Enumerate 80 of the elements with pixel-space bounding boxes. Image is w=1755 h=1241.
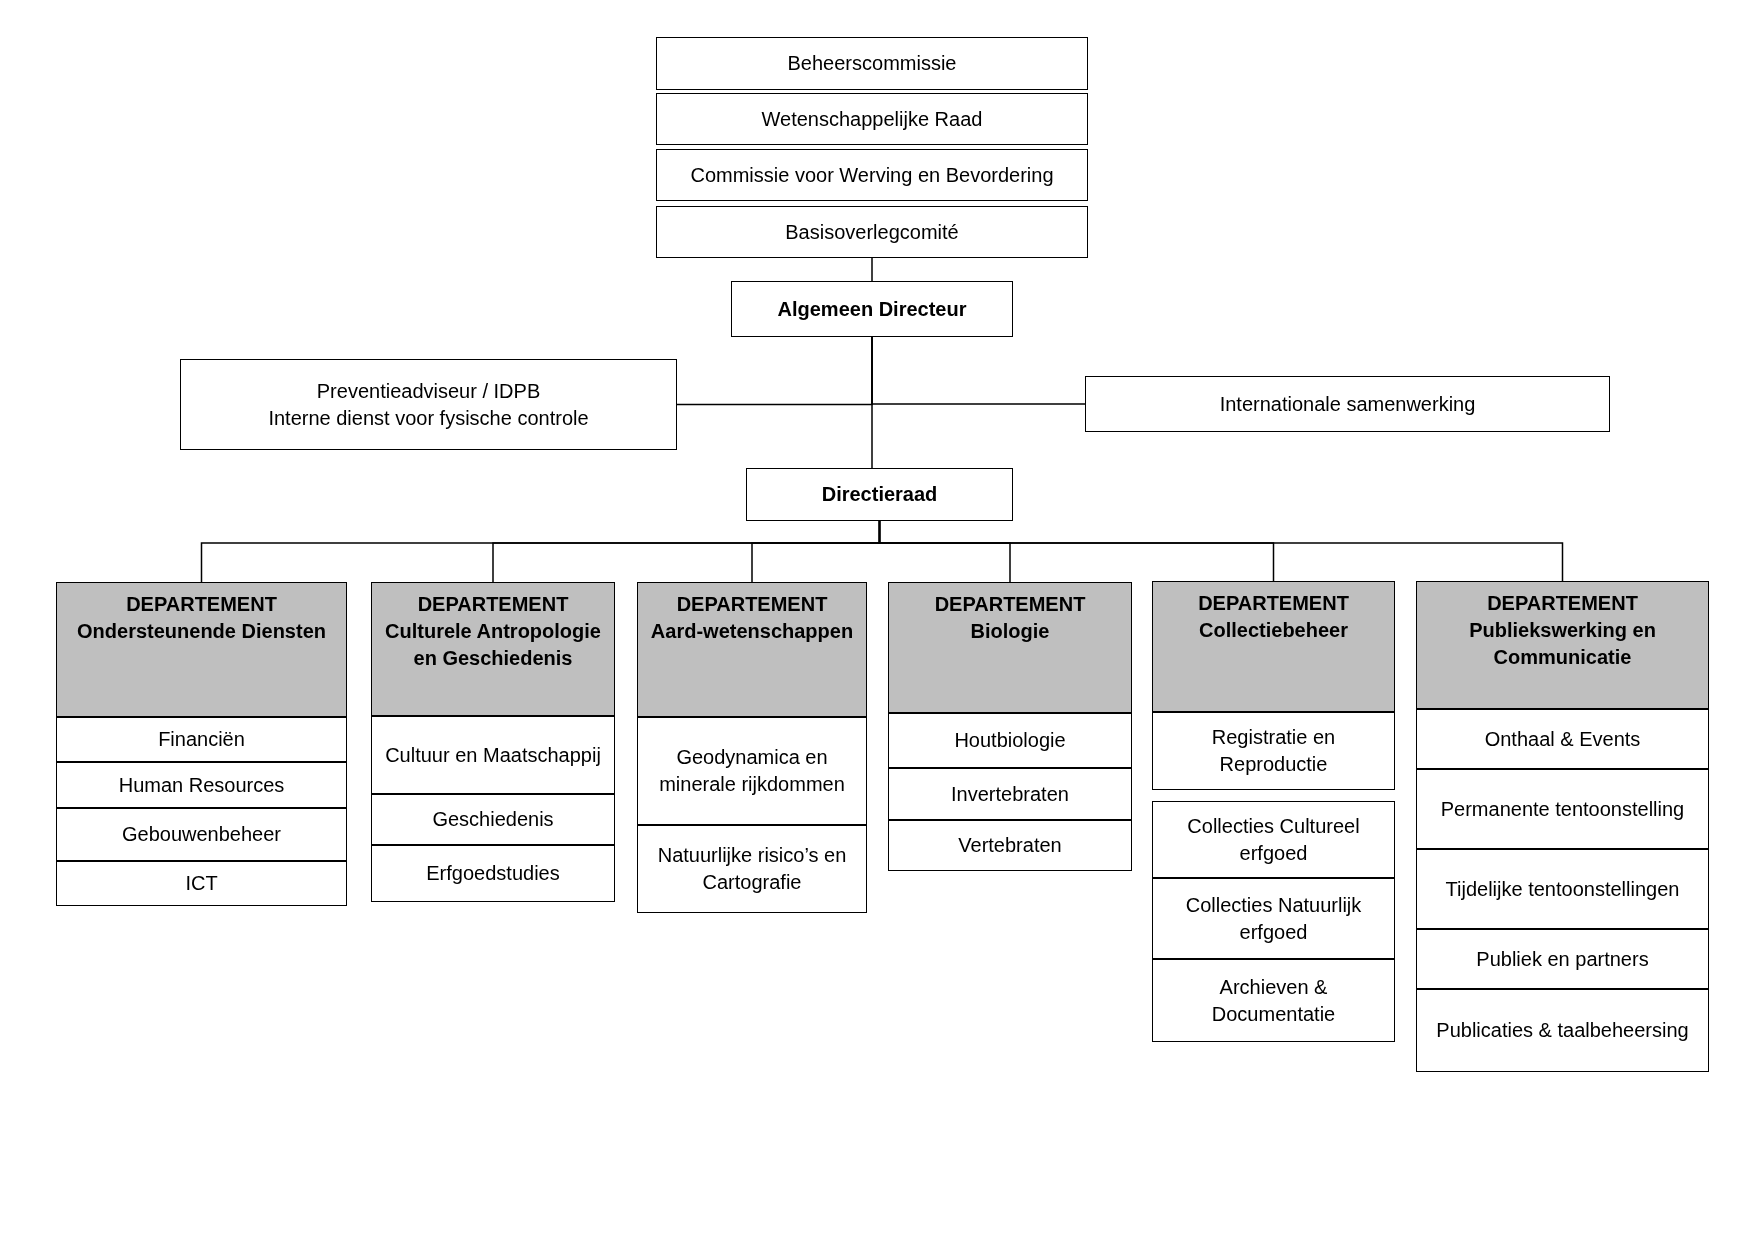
org-box bbox=[1416, 929, 1709, 989]
org-box bbox=[1152, 801, 1395, 878]
department-label: DEPARTEMENT bbox=[417, 592, 569, 617]
org-box bbox=[731, 281, 1013, 337]
org-box bbox=[1416, 849, 1709, 929]
box-text: Directieraad bbox=[821, 482, 938, 507]
box-text: Culturele Antropologie en Geschiedenis bbox=[384, 619, 602, 671]
org-box bbox=[56, 861, 347, 906]
box-text: Erfgoedstudies bbox=[426, 861, 560, 886]
org-box bbox=[1416, 769, 1709, 849]
box-text: ICT bbox=[185, 871, 218, 896]
connector-line bbox=[871, 336, 873, 469]
box-text: Geschiedenis bbox=[432, 807, 554, 832]
org-box bbox=[1416, 709, 1709, 769]
box-text: Collectiebeheer bbox=[1199, 618, 1348, 643]
department-header-box bbox=[637, 582, 867, 717]
org-box bbox=[888, 713, 1132, 768]
box-text: Vertebraten bbox=[958, 833, 1062, 858]
org-box bbox=[1152, 959, 1395, 1042]
box-text: Preventieadviseur / IDPB bbox=[316, 378, 541, 404]
box-text: Beheerscommissie bbox=[787, 51, 957, 76]
box-text: Wetenschappelijke Raad bbox=[761, 106, 983, 132]
org-box bbox=[656, 149, 1088, 201]
org-box bbox=[56, 808, 347, 861]
box-text: Financiën bbox=[158, 727, 245, 752]
box-text: Houtbiologie bbox=[954, 728, 1066, 753]
department-header-box bbox=[1152, 581, 1395, 712]
org-box bbox=[888, 820, 1132, 871]
org-box bbox=[888, 768, 1132, 820]
box-text: Registratie en Reproductie bbox=[1210, 725, 1337, 777]
org-box bbox=[371, 845, 615, 902]
org-box bbox=[1085, 376, 1610, 432]
box-text: Tijdelijke tentoonstellingen bbox=[1445, 876, 1680, 902]
department-header-box bbox=[1416, 581, 1709, 709]
box-text: Invertebraten bbox=[951, 781, 1069, 807]
box-text: Geodynamica en minerale rijkdommen bbox=[658, 745, 846, 797]
org-box bbox=[656, 37, 1088, 90]
box-text: Collecties Natuurlijk erfgoed bbox=[1184, 892, 1363, 945]
org-box bbox=[371, 794, 615, 845]
org-box bbox=[56, 762, 347, 808]
connector-line bbox=[878, 520, 1564, 582]
box-text: Cultuur en Maatschappij bbox=[385, 742, 601, 768]
box-text: Archieven & Documentatie bbox=[1210, 974, 1337, 1027]
department-label: DEPARTEMENT bbox=[1198, 591, 1349, 616]
org-box bbox=[180, 359, 677, 450]
box-text: Basisoverlegcomité bbox=[785, 219, 959, 245]
box-text: Collecties Cultureel erfgoed bbox=[1186, 813, 1361, 866]
connector-line bbox=[871, 257, 873, 282]
box-text: Commissie voor Werving en Bevordering bbox=[690, 162, 1054, 188]
org-box bbox=[1416, 989, 1709, 1072]
box-text: Human Resources bbox=[118, 772, 285, 798]
org-box bbox=[371, 716, 615, 794]
box-text: Gebouwenbeheer bbox=[122, 822, 281, 847]
org-box bbox=[56, 717, 347, 762]
box-text: Publicaties & taalbeheersing bbox=[1436, 1018, 1689, 1043]
box-text: Onthaal & Events bbox=[1484, 726, 1641, 752]
box-text: Biologie bbox=[970, 619, 1050, 644]
org-box bbox=[746, 468, 1013, 521]
box-text: Interne dienst voor fysische controle bbox=[268, 405, 589, 431]
box-text: Algemeen Directeur bbox=[777, 296, 967, 322]
department-header-box bbox=[371, 582, 615, 716]
box-text: Ondersteunende Diensten bbox=[77, 619, 326, 644]
department-label: DEPARTEMENT bbox=[934, 592, 1086, 617]
box-text: Permanente tentoonstelling bbox=[1440, 796, 1685, 822]
box-text: Aard-wetenschappen bbox=[650, 619, 854, 644]
org-box bbox=[637, 825, 867, 913]
department-header-box bbox=[56, 582, 347, 717]
department-label: DEPARTEMENT bbox=[676, 592, 828, 617]
department-label: DEPARTEMENT bbox=[126, 592, 277, 617]
box-text: Natuurlijke risico’s en Cartografie bbox=[656, 843, 848, 895]
org-box bbox=[637, 717, 867, 825]
box-text: Publiekswerking en Communicatie bbox=[1468, 618, 1657, 670]
org-box bbox=[656, 206, 1088, 258]
org-box bbox=[656, 93, 1088, 145]
org-box bbox=[1152, 878, 1395, 959]
department-header-box bbox=[888, 582, 1132, 713]
org-box bbox=[1152, 712, 1395, 790]
box-text: Internationale samenwerking bbox=[1219, 391, 1476, 417]
department-label: DEPARTEMENT bbox=[1487, 591, 1638, 616]
box-text: Publiek en partners bbox=[1476, 946, 1649, 972]
